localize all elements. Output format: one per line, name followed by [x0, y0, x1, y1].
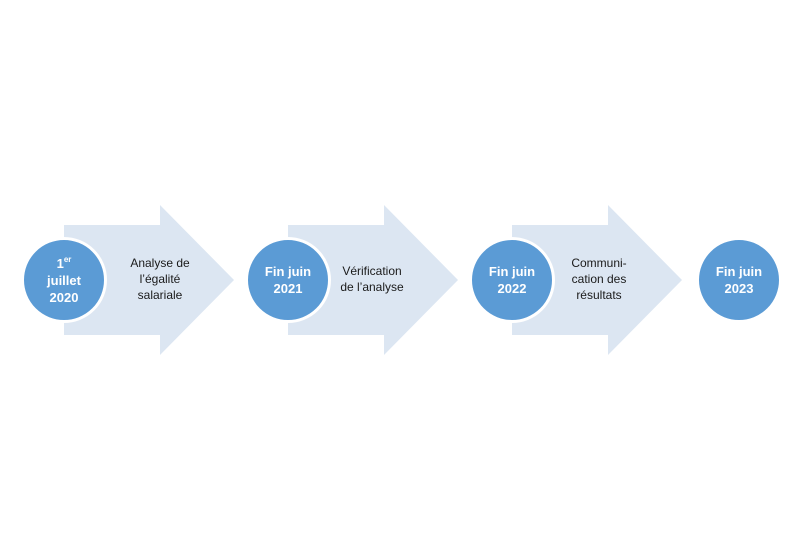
milestone-circle-3: Fin juin 2022 [469, 237, 555, 323]
step-1-line1: Analyse de [130, 256, 190, 270]
milestone-1-ordinal: 1 [56, 255, 64, 271]
step-3-line2: cation des [571, 272, 627, 286]
milestone-2-line1: Fin juin [264, 264, 312, 279]
milestone-1-ordinal-suffix: er [63, 254, 72, 264]
milestone-3-line1: Fin juin [488, 264, 536, 279]
step-1-line2: l’égalité [139, 272, 181, 286]
milestone-2-line2: 2021 [273, 281, 303, 296]
milestone-3-line2: 2022 [497, 281, 527, 296]
step-3-line1: Communi- [571, 256, 627, 270]
milestone-circle-1: 1er juillet 2020 [21, 237, 107, 323]
arrow-shape-3 [512, 205, 682, 355]
arrow-shape-2 [288, 205, 458, 355]
step-2-label: Vérification de l’analyse [322, 263, 422, 295]
step-3-line3: résultats [576, 288, 622, 302]
milestone-4-line1: Fin juin [715, 264, 763, 279]
milestone-circle-2: Fin juin 2021 [245, 237, 331, 323]
step-1-label: Analyse de l’égalité salariale [110, 255, 210, 303]
milestone-circle-4: Fin juin 2023 [696, 237, 782, 323]
step-3-label: Communi- cation des résultats [549, 255, 649, 303]
step-1-line3: salariale [137, 288, 183, 302]
step-2-line2: de l’analyse [340, 280, 404, 294]
arrow-shape-1 [64, 205, 234, 355]
milestone-4-line2: 2023 [724, 281, 754, 296]
milestone-1-line3: 2020 [49, 289, 79, 305]
step-2-line1: Vérification [342, 264, 402, 278]
milestone-1-line2: juillet [47, 272, 81, 288]
milestone-1-line1: 1er [57, 255, 72, 272]
